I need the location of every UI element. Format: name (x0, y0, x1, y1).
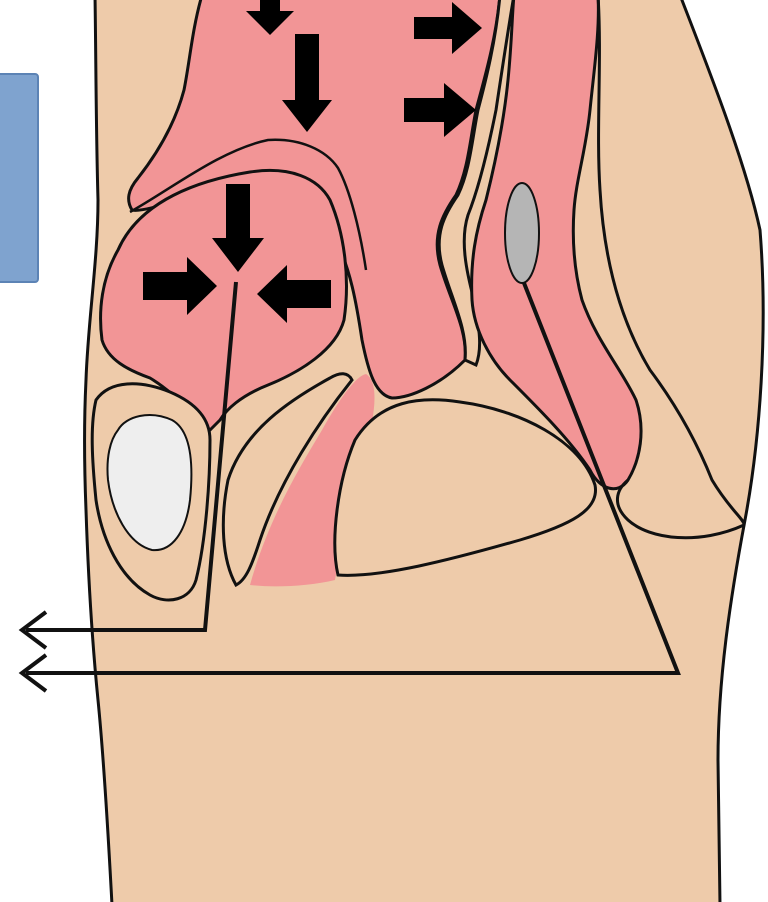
gray-posterior-oval (505, 183, 539, 283)
blue-side-panel (0, 74, 38, 282)
